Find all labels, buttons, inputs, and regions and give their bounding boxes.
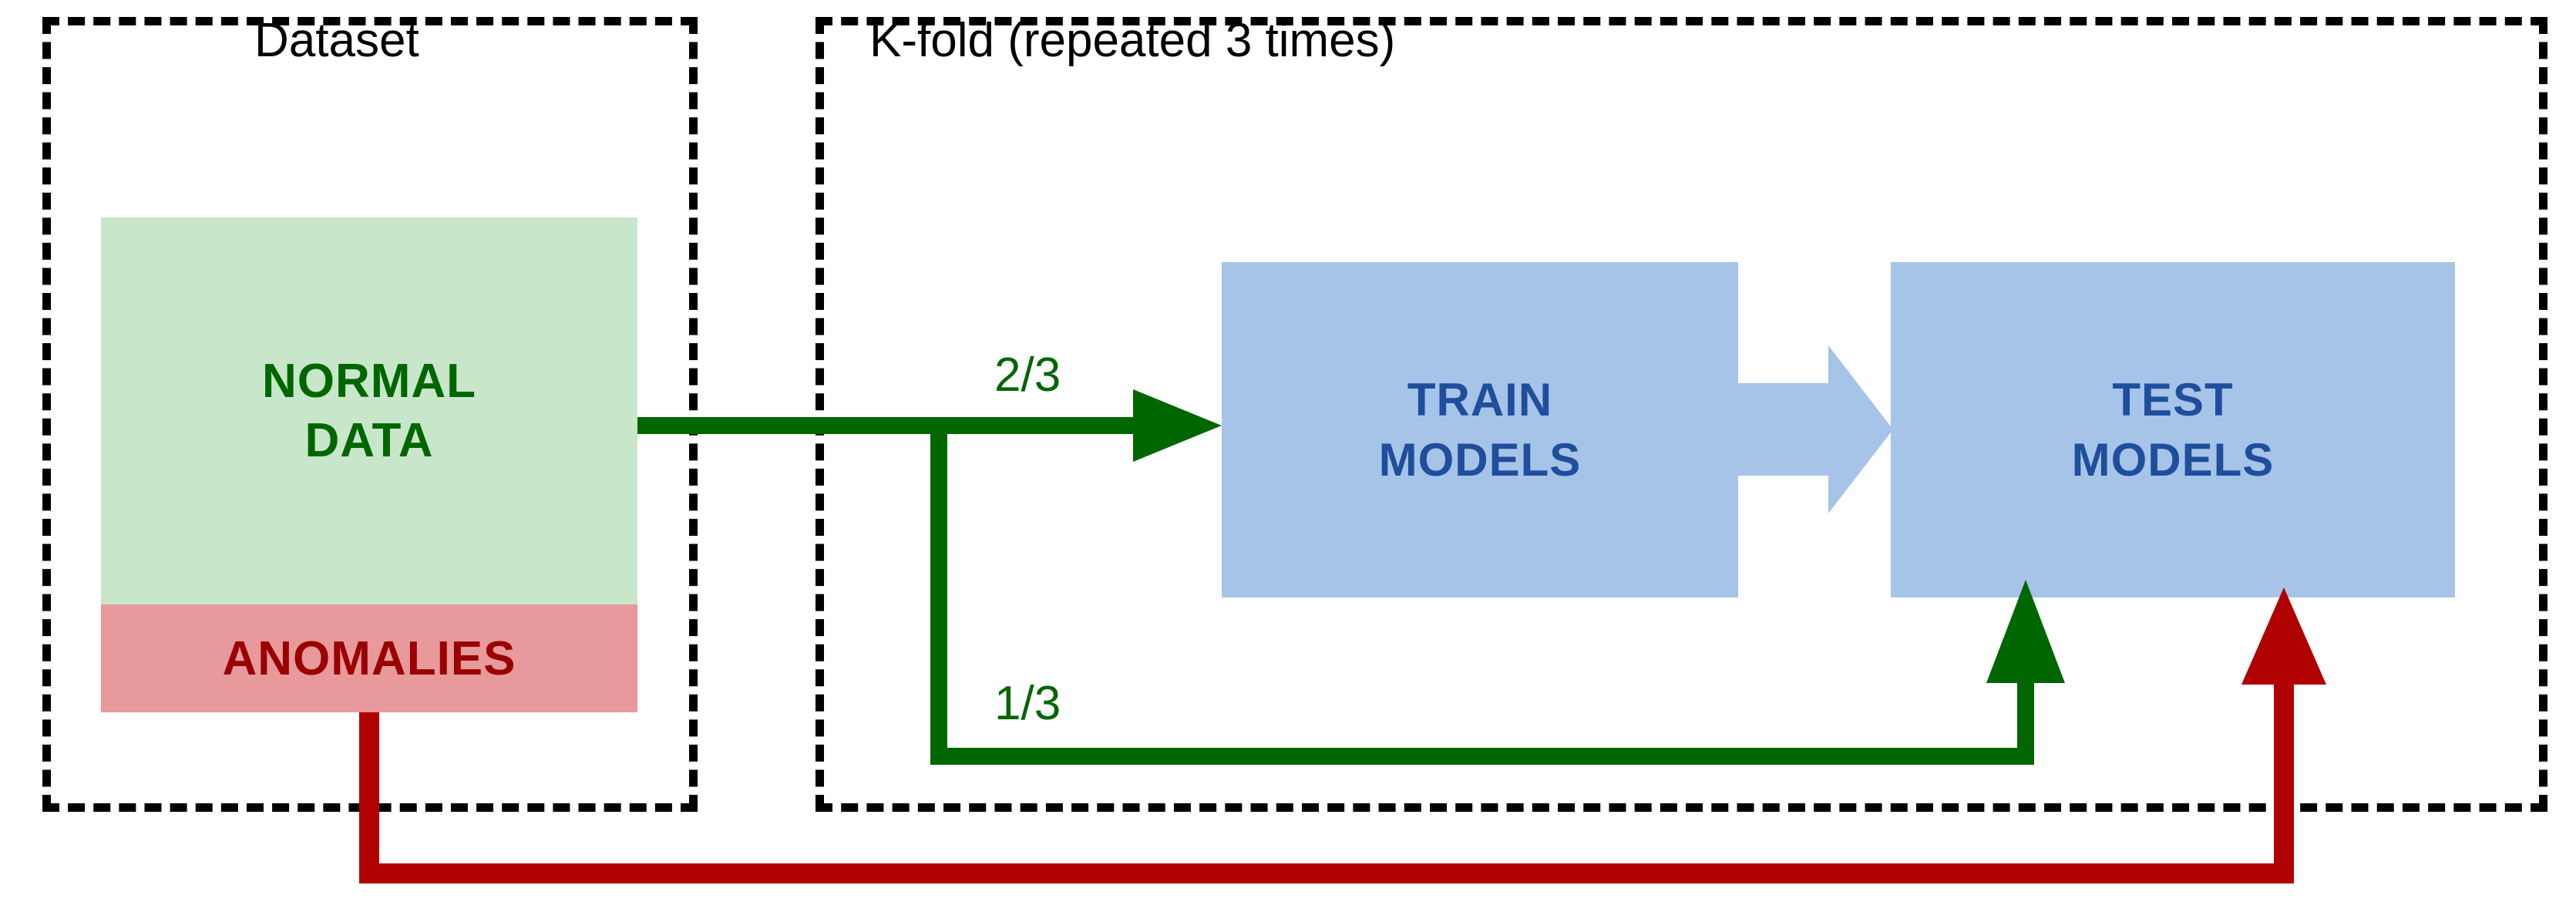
normal-data-box: NORMAL DATA (101, 217, 637, 604)
label-test-split: 1/3 (994, 677, 1061, 730)
normal-data-label-line2: DATA (304, 414, 434, 467)
group-kfold (816, 17, 2547, 812)
train-models-label-line2: MODELS (1378, 433, 1582, 486)
group-dataset-title: Dataset (254, 14, 419, 67)
group-kfold-title: K-fold (repeated 3 times) (869, 14, 1396, 67)
red-bottom-line (359, 863, 2294, 883)
test-models-label-line1: TEST (2112, 373, 2234, 426)
test-models-box: TEST MODELS (1891, 262, 2455, 597)
train-models-box: TRAIN MODELS (1222, 262, 1738, 597)
train-models-label-line1: TRAIN (1407, 373, 1553, 426)
label-train-split: 2/3 (994, 348, 1061, 402)
anomalies-label: ANOMALIES (222, 631, 516, 685)
normal-data-label-line1: NORMAL (261, 354, 477, 408)
test-models-label-line2: MODELS (2071, 433, 2275, 486)
anomalies-box: ANOMALIES (101, 604, 637, 712)
